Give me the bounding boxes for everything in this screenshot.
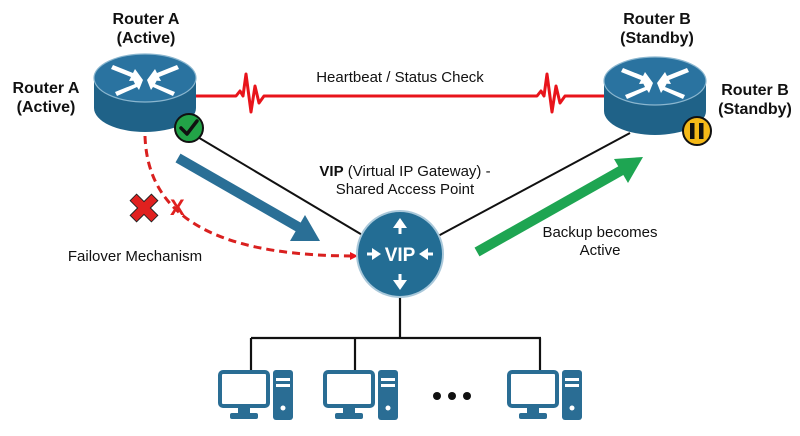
- client-computer-1: [218, 370, 293, 420]
- vip-label: VIP (Virtual IP Gateway) - Shared Access…: [290, 163, 520, 198]
- client-computer-3: [507, 370, 582, 420]
- vip-node-icon: VIP: [356, 210, 444, 298]
- router-b-icon: [603, 56, 707, 135]
- backup-label: Backup becomes Active: [530, 224, 670, 259]
- check-icon: [174, 113, 204, 143]
- router-b-name-side: Router B: [721, 82, 789, 99]
- router-b-side-label: Router B (Standby): [712, 82, 798, 120]
- router-a-name: Router A: [112, 11, 180, 28]
- failover-path: [143, 135, 358, 260]
- backup-arrow: [474, 157, 643, 257]
- pause-icon: [682, 116, 712, 146]
- ellipsis-more-clients: [433, 392, 471, 400]
- cross-icon: [129, 193, 159, 223]
- router-b-top-label: Router B (Standby): [604, 11, 710, 49]
- heartbeat-link: [196, 72, 604, 114]
- router-a-top-label: Router A (Active): [96, 11, 196, 49]
- vip-label-line2: Shared Access Point: [335, 180, 475, 198]
- vip-node-text: VIP: [385, 245, 416, 266]
- vip-label-rest: (Virtual IP Gateway) -: [343, 163, 491, 180]
- router-b-state-side: (Standby): [718, 100, 792, 118]
- router-b-name: Router B: [623, 11, 691, 28]
- active-traffic-arrow: [175, 153, 320, 241]
- link-vip-to-router-b: [437, 132, 631, 237]
- router-b-state: (Standby): [620, 29, 694, 47]
- router-a-state-side: (Active): [16, 98, 76, 116]
- backup-label-line1: Backup becomes: [542, 224, 658, 241]
- router-a-state: (Active): [116, 29, 176, 47]
- router-a-icon: [93, 53, 197, 132]
- failover-label: Failover Mechanism: [67, 248, 203, 265]
- link-router-a-to-vip: [195, 135, 365, 237]
- backup-label-line2: Active: [579, 241, 621, 259]
- vip-label-bold: VIP: [319, 163, 344, 180]
- failure-x-text: X: [170, 195, 185, 220]
- heartbeat-label: Heartbeat / Status Check: [316, 69, 484, 86]
- client-computer-2: [323, 370, 398, 420]
- router-a-name-side: Router A: [12, 80, 80, 97]
- router-a-side-label: Router A (Active): [4, 80, 88, 118]
